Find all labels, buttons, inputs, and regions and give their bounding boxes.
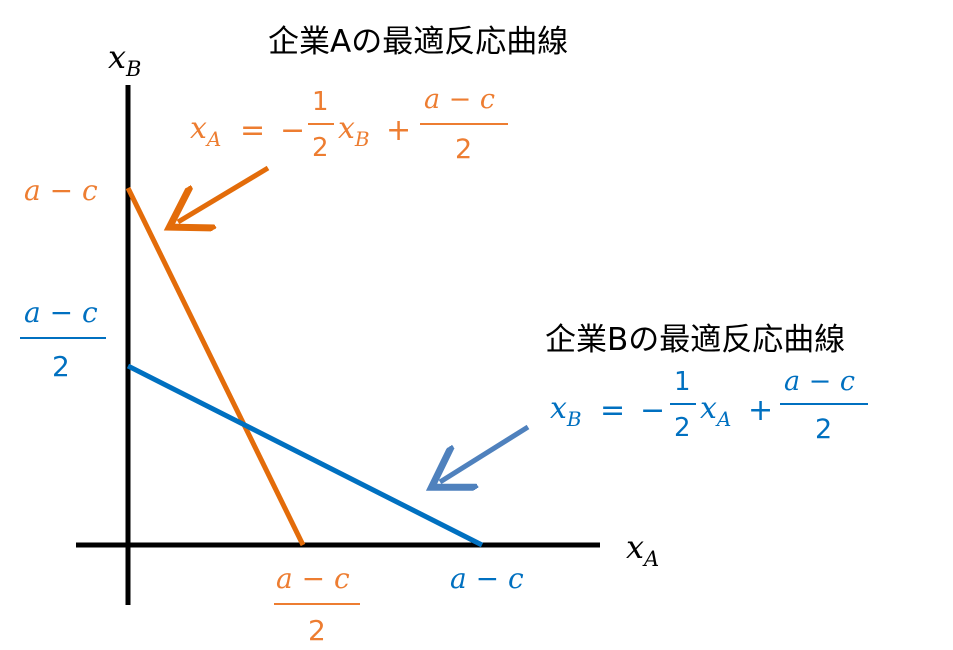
y-tick-a-minus-c: a − c (24, 174, 98, 207)
x-tick-half-a-minus-c: a − c 2 (274, 562, 360, 647)
x-tick-a-minus-c: a − c (450, 562, 524, 595)
svg-text:a − c: a − c (24, 296, 98, 329)
firm-b-arrow (440, 424, 530, 482)
firm-a-title: 企業Aの最適反応曲線 (268, 24, 568, 60)
y-tick-half-a-minus-c: a − c 2 (20, 296, 106, 383)
firm-b-equation: xB = − 1 2 xA + a − c 2 (550, 366, 868, 445)
svg-text:xB: xB (550, 391, 582, 431)
svg-text:2: 2 (308, 614, 326, 647)
svg-text:2: 2 (815, 414, 832, 445)
firm-b-title: 企業Bの最適反応曲線 (545, 322, 845, 358)
svg-text:a − c: a − c (784, 366, 855, 397)
svg-text:=: = (240, 113, 265, 148)
svg-text:−: − (640, 393, 665, 428)
svg-text:1: 1 (312, 87, 329, 117)
svg-text:−: − (280, 113, 305, 148)
svg-text:xA: xA (190, 111, 221, 151)
svg-text:1: 1 (674, 367, 691, 397)
svg-text:xB: xB (338, 111, 370, 151)
svg-text:xA: xA (700, 391, 731, 431)
svg-text:2: 2 (52, 350, 70, 383)
firm-a-best-response-line (125, 186, 306, 547)
svg-text:+: + (386, 113, 411, 148)
svg-text:+: + (748, 393, 773, 428)
firm-a-equation: xA = − 1 2 xB + a − c 2 (190, 84, 508, 165)
y-axis-label: xB (108, 38, 141, 81)
svg-text:2: 2 (455, 134, 472, 165)
firm-b-best-response-line (126, 363, 484, 548)
x-axis-label: xA (626, 528, 659, 571)
svg-text:a − c: a − c (276, 562, 350, 595)
firm-a-arrow (178, 165, 270, 222)
svg-text:=: = (600, 393, 625, 428)
svg-text:2: 2 (674, 413, 691, 443)
svg-text:2: 2 (312, 133, 329, 163)
svg-text:a − c: a − c (424, 84, 495, 115)
